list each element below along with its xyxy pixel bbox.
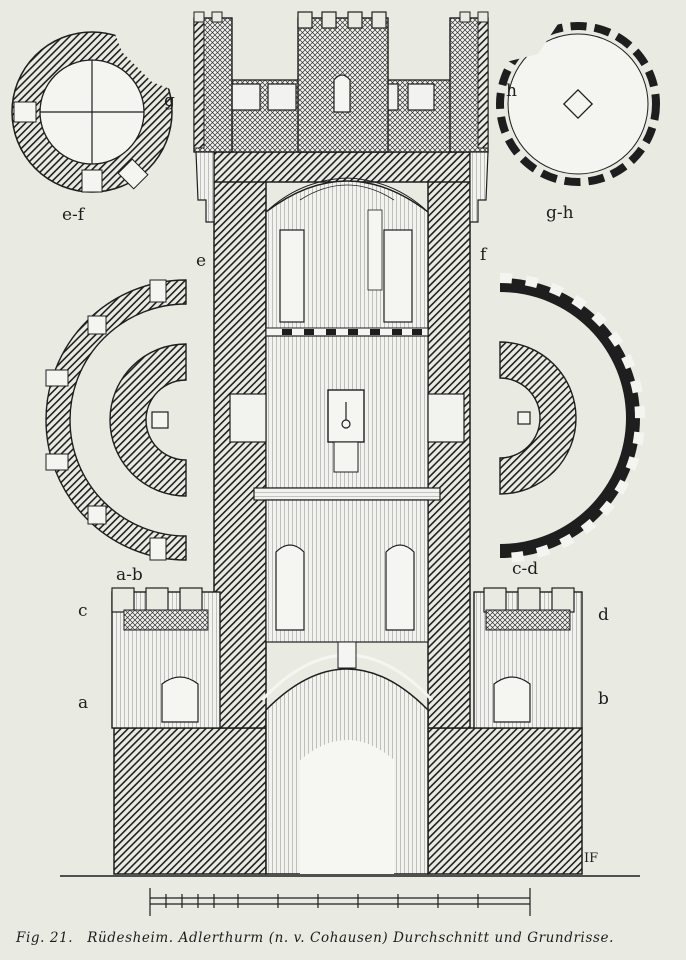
base-wall-right <box>427 727 583 875</box>
crown-window <box>333 74 351 113</box>
monogram: IF <box>584 851 598 866</box>
label-c: c <box>78 601 88 621</box>
plan-cd <box>499 273 645 563</box>
side-turret-left-window <box>161 676 199 723</box>
tower-cap <box>213 151 471 183</box>
figure-caption: Fig. 21. Rüdesheim. Adlerthurm (n. v. Coh… <box>16 930 676 946</box>
label-plan-ef: e-f <box>62 205 86 225</box>
lower-window-left <box>275 544 305 631</box>
label-b: b <box>598 689 609 709</box>
plan-ef <box>11 26 178 193</box>
label-plan-ab: a-b <box>116 565 143 585</box>
label-d: d <box>598 605 609 625</box>
upper-niche-left <box>279 229 305 323</box>
middle-room-bay-left <box>229 393 267 443</box>
caption-text: Rüdesheim. Adlerthurm (n. v. Cohausen) D… <box>87 930 614 946</box>
plan-gh <box>496 22 660 186</box>
label-f: f <box>480 245 488 265</box>
label-g: g <box>164 91 175 111</box>
label-plan-gh: g-h <box>546 203 574 223</box>
base-wall-left <box>113 727 267 875</box>
plan-ab <box>45 279 187 561</box>
lower-window-right <box>385 544 415 631</box>
label-h: h <box>506 81 517 101</box>
label-e: e <box>196 251 206 271</box>
middle-floor <box>253 487 441 501</box>
upper-niche-right <box>383 229 413 323</box>
corbel-right <box>469 151 489 223</box>
scale-bar <box>149 888 531 916</box>
side-turret-right-window <box>493 676 531 723</box>
crown-turret-center <box>297 17 389 153</box>
label-a: a <box>78 693 88 713</box>
corbel-left <box>195 151 215 223</box>
figure-number: Fig. 21. <box>16 930 74 946</box>
label-plan-cd: c-d <box>512 559 538 579</box>
tower-section <box>111 11 583 875</box>
middle-room-bay-right <box>427 393 465 443</box>
